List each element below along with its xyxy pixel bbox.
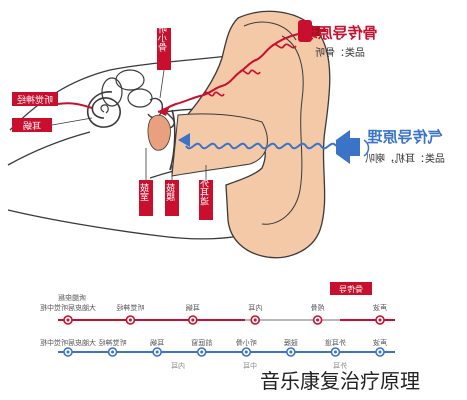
cochlea-inner [100,104,109,114]
bone-flow-node-label: 耳蜗 [186,303,200,312]
air-flow-node-label: 声波 [373,338,387,347]
cochlea-spiral [87,91,121,128]
air-flow-sub-label: 内耳 [171,361,185,370]
air-flow-node-dot [66,350,70,354]
semicircular-canal-1 [115,69,145,91]
ossicles-leader [159,69,165,99]
air-panel-title: 气传导原理 [367,128,443,146]
bone-conduction-flow: 骨传导 大脑皮层听觉中枢听觉神经耳蜗内耳颅骨声波大脑皮层听觉中枢 [40,282,395,325]
speaker-wave [363,139,370,157]
jaw-outline [7,209,241,240]
bone-flow-sub-label: 大脑皮层 [58,293,86,302]
air-flow-node-label: 听小骨 [236,338,257,347]
bone-device-cap [312,26,320,36]
air-flow-node-label: 前庭窗 [191,338,212,347]
bone-flow-node-label: 听觉神经 [116,303,144,312]
air-flow-node-label: 听觉神经 [99,338,127,347]
air-flow-node-dot [111,350,115,354]
speaker-cone [336,130,350,164]
air-conduction-arrow [178,133,190,147]
speaker-icon [336,130,370,164]
air-conduction-flow: 大脑皮层听觉中枢听觉神经 耳蜗 前庭窗 听小骨 鼓膜 外耳道 声波外耳 中耳 内耳 [40,338,395,370]
bone-conduction-squiggle [203,43,297,97]
tympanic-cavity-fill [147,114,171,151]
bone-panel: 骨传导原理 品类：骨听 [302,24,377,59]
air-flow-node-dot [289,350,293,354]
bone-flow-node-dot [191,318,195,322]
air-flow-node-dot [378,350,382,354]
bone-flow-node-dot [66,318,70,322]
bone-panel-title: 骨传导原理 [302,24,377,42]
air-flow-node-dot [200,350,204,354]
bone-flow-node-dot [253,318,257,322]
bone-legend-box [330,282,372,295]
auditory-nerve-label: 听觉神经 [17,94,53,106]
bone-flow-node-label: 声波 [373,303,387,312]
bone-device [298,20,326,42]
pinna-inner-fold [261,35,304,225]
semicircular-canal-3 [127,88,153,108]
bone-flow-node-dot [316,318,320,322]
ossicles-label-group: 听小骨 [157,24,171,99]
air-flow-node-dot [244,350,248,354]
bone-flow-node-label: 大脑皮层听觉中枢 [40,303,96,312]
tympanic-label: 鼓室 [141,182,152,201]
ossicles-label-box [157,28,171,70]
ossicles-label: 听小骨 [159,24,170,51]
air-flow-node-dot [155,350,159,354]
eardrum-label: 鼓膜 [167,182,178,202]
bone-flow-sub-label: 听觉中枢 [58,293,86,302]
diagram-caption: 音乐康复治疗原理 [260,369,420,393]
tympanic-label-box [139,180,153,216]
bone-conduction-arrow [158,106,170,116]
air-flow-node-label: 外耳道 [325,338,346,347]
ear-canal-label-box [199,180,213,220]
air-panel: 气传导原理 品类：耳机，喇叭 [365,128,445,165]
bone-flow-node-label: 颅骨 [311,303,325,312]
bone-conduction-wave [157,33,299,113]
air-flow-node-label: 大脑皮层听觉中枢 [40,338,96,347]
air-flow-sub-label: 外耳 [333,361,347,370]
air-flow-node-label: 鼓膜 [284,338,298,347]
speaker-body [350,138,360,156]
cochlea-label-box [12,118,52,132]
auditory-nerve-label-box [12,92,58,106]
cochlea-leader [51,117,93,126]
auditory-nerve [57,102,93,109]
bone-panel-subtitle: 品类：骨听 [315,46,365,59]
eardrum [169,109,176,171]
eardrum-label-box [165,180,179,216]
bone-legend-label: 骨传导 [339,284,363,294]
air-conduction-wave [185,142,337,150]
left-labels: 听觉神经 耳蜗 [12,92,93,132]
bone-device-body [298,20,312,42]
air-flow-sub-label: 中耳 [243,361,257,370]
bone-flow-node-label: 内耳 [248,303,262,312]
bone-flow-node-dot [128,318,132,322]
air-panel-subtitle: 品类：耳机，喇叭 [365,152,445,165]
air-flow-node-dot [333,350,337,354]
air-flow-node-label: 耳蜗 [150,338,164,347]
cochlea-label: 耳蜗 [23,121,41,132]
ear-canal-label: 外耳道 [201,177,212,206]
skull-outline-inner [7,131,91,166]
bottom-labels: 鼓室 鼓膜 外耳道 [139,148,213,220]
ear-canal-fill [171,113,268,177]
bone-flow-node-dot [378,318,382,322]
